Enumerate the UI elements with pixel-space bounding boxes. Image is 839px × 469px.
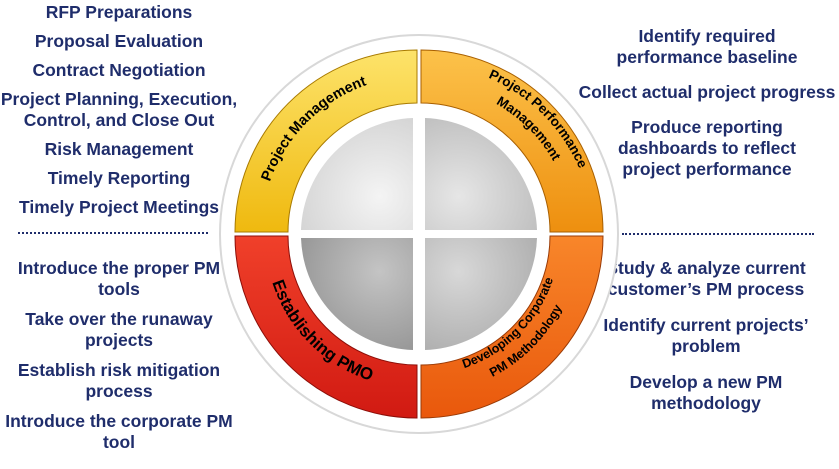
list-item: Contract Negotiation: [32, 60, 206, 80]
list-item-line: performance baseline: [616, 47, 798, 67]
list-item-line: Control, and Close Out: [23, 110, 215, 130]
pm-methodology-list: Study & analyze current customer’s PM pr…: [590, 258, 822, 429]
list-item-line: Identify current projects’: [603, 315, 809, 335]
inner-quadrant-bottom-left: [301, 238, 413, 350]
list-item: Collect actual project progress: [578, 82, 836, 102]
list-item-line: Establish risk mitigation: [17, 360, 221, 380]
list-item-line: Produce reporting: [631, 117, 783, 137]
list-item-line: Identify required: [638, 26, 776, 46]
list-item-line: project performance: [622, 159, 792, 179]
dotted-divider-right: [622, 233, 814, 235]
list-item: Proposal Evaluation: [34, 31, 204, 51]
list-item-line: tool: [102, 432, 136, 452]
list-item: Establish risk mitigation process: [0, 360, 238, 402]
list-item: Identify required performance baseline: [576, 26, 838, 68]
list-item-line: tools: [98, 279, 140, 299]
list-item: Risk Management: [44, 139, 194, 159]
list-item-line: projects: [84, 330, 154, 350]
list-item: Introduce the proper PM tools: [0, 258, 238, 300]
list-item: Produce reporting dashboards to reflect …: [576, 117, 838, 180]
list-item-line: customer’s PM process: [607, 279, 805, 299]
list-item-line: Take over the runaway: [25, 309, 213, 329]
list-item-line: Introduce the proper PM: [17, 258, 221, 278]
wheel-outer-ring: [219, 34, 619, 434]
list-item-line: problem: [671, 336, 741, 356]
list-item: RFP Preparations: [45, 2, 193, 22]
list-item: Introduce the corporate PM tool: [0, 411, 238, 453]
inner-quadrant-bottom-right: [425, 238, 537, 350]
segment-developing-pm-methodology: [420, 235, 604, 419]
list-item: Study & analyze current customer’s PM pr…: [590, 258, 822, 300]
establishing-pmo-list: Introduce the proper PM tools Take over …: [0, 258, 238, 462]
list-item-line: Project Planning, Execution,: [0, 89, 238, 109]
segment-project-management: [234, 49, 418, 233]
list-item: Develop a new PM methodology: [590, 372, 822, 414]
project-management-list: RFP Preparations Proposal Evaluation Con…: [0, 2, 238, 226]
inner-quadrant-top-left: [301, 118, 413, 230]
performance-management-list: Identify required performance baseline C…: [576, 26, 838, 194]
segment-establishing-pmo: [234, 235, 418, 419]
list-item: Identify current projects’ problem: [590, 315, 822, 357]
dotted-divider-left: [18, 232, 208, 234]
segment-project-performance-management: [420, 49, 604, 233]
list-item-line: Study & analyze current: [606, 258, 806, 278]
list-item: Timely Reporting: [47, 168, 191, 188]
list-item-line: methodology: [651, 393, 761, 413]
list-item-line: dashboards to reflect: [618, 138, 796, 158]
list-item-line: process: [85, 381, 153, 401]
list-item: Timely Project Meetings: [18, 197, 220, 217]
list-item-line: Develop a new PM: [629, 372, 783, 392]
list-item: Take over the runaway projects: [0, 309, 238, 351]
list-item-line: Introduce the corporate PM: [5, 411, 233, 431]
inner-quadrant-top-right: [425, 118, 537, 230]
list-item: Project Planning, Execution, Control, an…: [0, 89, 238, 131]
